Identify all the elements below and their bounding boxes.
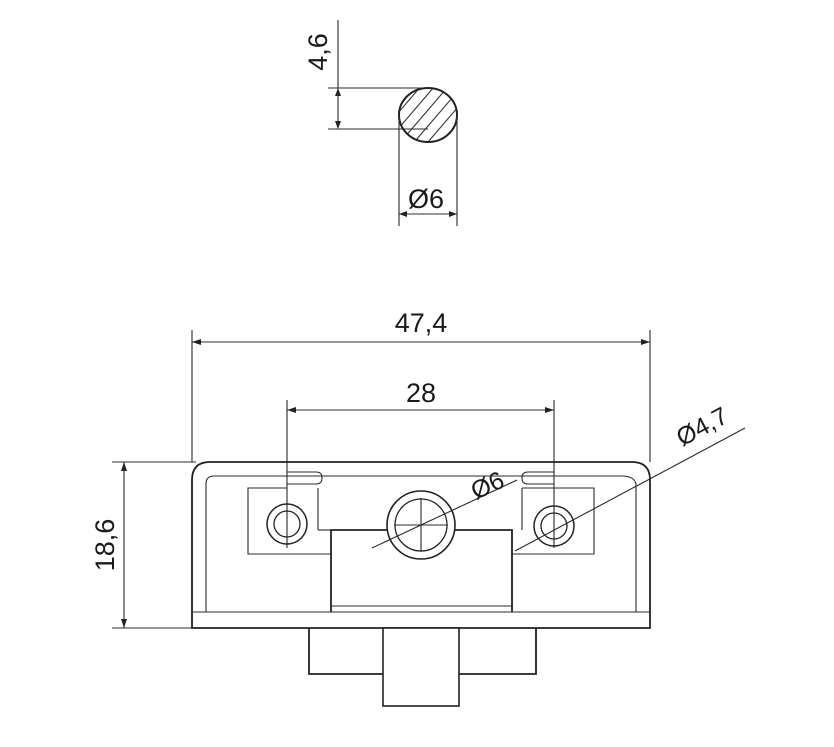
cross-section-view: 4,6 Ø6 [303,20,458,226]
rod-section-outline [398,87,458,143]
right-slot [521,471,554,485]
right-mounting-pad [512,487,595,555]
overall-width-label: 47,4 [395,308,448,338]
height-label: 18,6 [90,519,120,572]
hole-spacing-dimension: 28 [286,378,555,548]
height-dimension: 18,6 [90,461,196,629]
section-hatching [399,88,457,142]
housing-outline [191,461,651,629]
section-diameter-dimension: Ø6 [398,115,458,226]
overall-width-dimension: 47,4 [191,308,651,462]
side-hole-diameter-label: Ø4,7 [672,402,733,452]
right-mounting-hole [533,505,575,547]
left-mounting-pad [247,487,331,555]
section-height-dimension: 4,6 [303,20,428,130]
hole-spacing-label: 28 [406,378,436,408]
section-diameter-label: Ø6 [408,184,444,214]
housing-body [191,461,651,707]
left-mounting-hole [266,503,308,545]
housing-inner-outline [205,475,637,613]
front-view: 47,4 28 18,6 [90,308,746,707]
bottom-stub [308,627,537,707]
center-hole-diameter-label: Ø6 [467,466,509,505]
left-slot [287,471,323,485]
section-height-label: 4,6 [303,33,333,71]
